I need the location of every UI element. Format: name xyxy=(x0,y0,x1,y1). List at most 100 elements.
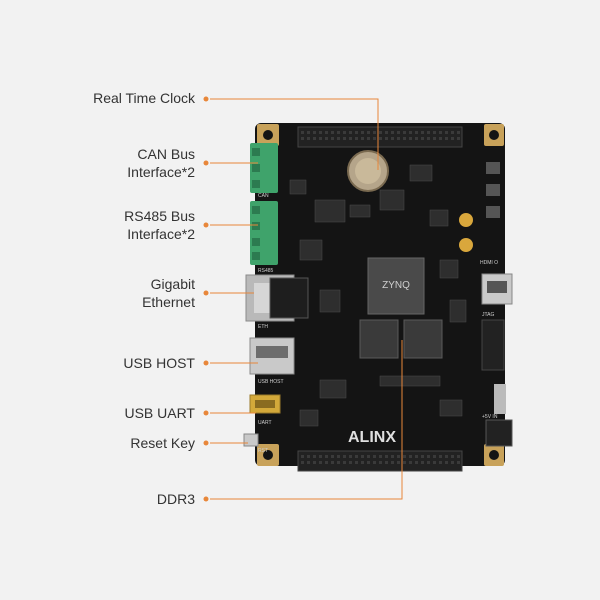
header-pin xyxy=(445,137,448,140)
header-pin xyxy=(421,455,424,458)
header-pin xyxy=(373,455,376,458)
callout-usbhost: USB HOST xyxy=(123,354,195,372)
callout-rtc: Real Time Clock xyxy=(93,89,195,107)
header-pin xyxy=(427,131,430,134)
callout-can-line2: Interface*2 xyxy=(127,164,195,180)
header-pin xyxy=(319,461,322,464)
jtag-connector xyxy=(481,319,505,371)
header-pin xyxy=(307,455,310,458)
header-pin xyxy=(343,461,346,464)
leader-lines xyxy=(210,98,403,500)
header-pin xyxy=(433,455,436,458)
header-pin xyxy=(427,455,430,458)
header-pin xyxy=(361,131,364,134)
header-pin xyxy=(367,455,370,458)
silk-hdmi: HDMI O xyxy=(480,260,498,266)
header-pin xyxy=(421,137,424,140)
header-pin xyxy=(421,461,424,464)
header-pin xyxy=(379,455,382,458)
silk-uart: UART xyxy=(258,420,272,426)
header-pin xyxy=(307,461,310,464)
header-pin xyxy=(451,455,454,458)
header-pin xyxy=(301,461,304,464)
header-pin xyxy=(319,137,322,140)
header-pin xyxy=(343,455,346,458)
leader-dots xyxy=(203,96,209,502)
callout-rs485: RS485 Bus Interface*2 xyxy=(124,207,195,243)
header-pin xyxy=(349,461,352,464)
header-pin xyxy=(373,461,376,464)
header-pin xyxy=(355,137,358,140)
header-pin xyxy=(343,131,346,134)
callout-reset: Reset Key xyxy=(130,434,195,452)
header-pin xyxy=(325,131,328,134)
header-pin xyxy=(397,137,400,140)
silk-eth: ETH xyxy=(258,324,268,330)
header-pin xyxy=(457,137,460,140)
rs485-terminal-block xyxy=(250,201,278,265)
header-pin xyxy=(445,131,448,134)
header-pin xyxy=(361,137,364,140)
header-pin xyxy=(319,131,322,134)
ddr3-chip-2 xyxy=(403,319,443,359)
header-pin xyxy=(457,131,460,134)
header-pin xyxy=(415,461,418,464)
header-pin xyxy=(355,131,358,134)
callout-eth-line2: Ethernet xyxy=(142,294,195,310)
header-pin xyxy=(337,131,340,134)
header-pin xyxy=(325,461,328,464)
zynq-chip-label: ZYNQ xyxy=(382,280,410,291)
header-pin xyxy=(439,455,442,458)
dev-board: ZYNQ ALINX CAN RS485 ETH USB HOST UAR xyxy=(243,123,513,472)
header-pin xyxy=(313,137,316,140)
callout-usbuart-line1: USB UART xyxy=(124,405,195,421)
callout-usbuart: USB UART xyxy=(124,404,195,422)
silk-can: CAN xyxy=(258,193,269,199)
header-pin xyxy=(385,131,388,134)
callout-rs485-line1: RS485 Bus xyxy=(124,208,195,224)
callout-can: CAN Bus Interface*2 xyxy=(127,145,195,181)
header-pin xyxy=(379,131,382,134)
header-pin xyxy=(439,461,442,464)
header-pin xyxy=(457,455,460,458)
silk-5v: +5V IN xyxy=(482,414,498,420)
callout-reset-line1: Reset Key xyxy=(130,435,195,451)
power-jack xyxy=(485,419,513,447)
header-pin xyxy=(337,137,340,140)
header-pin xyxy=(331,461,334,464)
header-pin xyxy=(391,137,394,140)
header-pin xyxy=(355,461,358,464)
ethernet-transformer xyxy=(269,277,309,319)
header-pin xyxy=(421,131,424,134)
callout-can-line1: CAN Bus xyxy=(137,146,195,162)
header-pin xyxy=(379,137,382,140)
header-pin xyxy=(403,455,406,458)
header-pin xyxy=(391,131,394,134)
header-pin xyxy=(373,131,376,134)
header-pin xyxy=(391,461,394,464)
callout-eth-line1: Gigabit xyxy=(150,276,195,292)
header-pin xyxy=(427,461,430,464)
power-switch xyxy=(494,384,506,414)
header-pin xyxy=(355,455,358,458)
header-pin xyxy=(367,137,370,140)
header-pin xyxy=(319,455,322,458)
silkscreen-labels: CAN RS485 ETH USB HOST UART RST HDMI O +… xyxy=(258,193,498,454)
header-pin xyxy=(301,131,304,134)
header-pin xyxy=(409,461,412,464)
header-pin xyxy=(451,461,454,464)
header-pin xyxy=(385,137,388,140)
header-pin xyxy=(397,461,400,464)
silk-rst: RST xyxy=(258,448,268,454)
callout-eth: Gigabit Ethernet xyxy=(142,275,195,311)
header-pin xyxy=(337,455,340,458)
alinx-logo: ALINX xyxy=(348,429,396,446)
header-pin xyxy=(325,455,328,458)
header-pin xyxy=(457,461,460,464)
silk-jtag: JTAG xyxy=(482,312,495,318)
header-pin xyxy=(361,455,364,458)
header-pin xyxy=(343,137,346,140)
header-pin xyxy=(337,461,340,464)
header-pin xyxy=(313,131,316,134)
header-pin xyxy=(367,461,370,464)
